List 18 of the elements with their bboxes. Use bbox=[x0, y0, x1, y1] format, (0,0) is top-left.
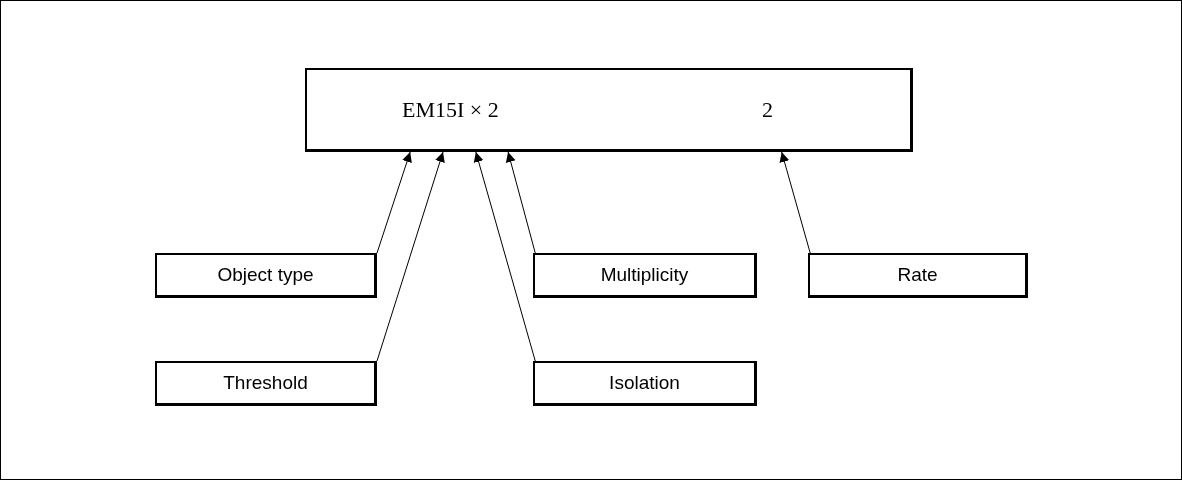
label-text: Isolation bbox=[609, 372, 680, 394]
arrow bbox=[376, 151, 445, 362]
label-box bbox=[155, 253, 377, 298]
arrow bbox=[779, 151, 811, 254]
label-text: Threshold bbox=[223, 372, 308, 394]
notation-box bbox=[305, 68, 913, 152]
label-box bbox=[533, 253, 757, 298]
label-box bbox=[808, 253, 1028, 298]
arrow bbox=[376, 151, 412, 254]
label-text: Rate bbox=[897, 264, 938, 286]
label-text: Object type bbox=[217, 264, 314, 286]
label-text: Multiplicity bbox=[600, 264, 689, 286]
notation-text: EM15I × 2 bbox=[402, 96, 499, 123]
label-box bbox=[155, 361, 377, 406]
arrow bbox=[473, 151, 536, 362]
arrow bbox=[505, 151, 536, 254]
label-box bbox=[533, 361, 757, 406]
rate-value: 2 bbox=[762, 96, 773, 123]
